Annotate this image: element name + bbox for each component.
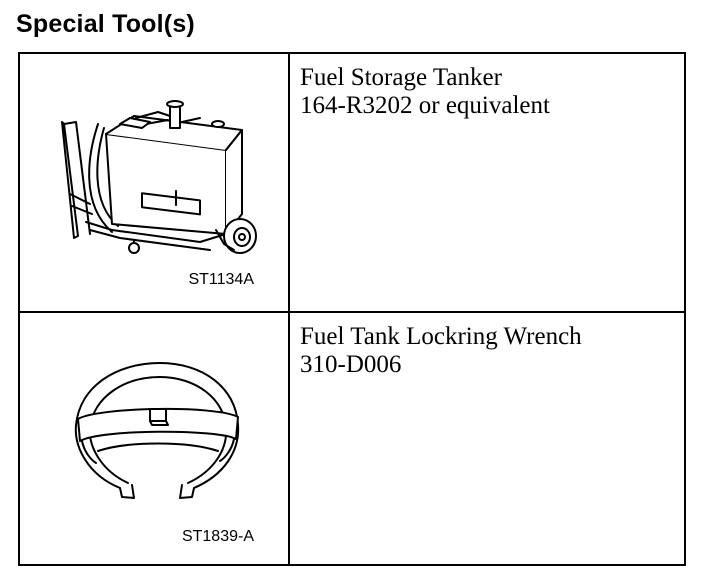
fuel-storage-tanker-icon — [61, 100, 257, 254]
tool-image-cell: ST1134A — [20, 54, 290, 311]
tool-row-fuel-storage-tanker: ST1134A Fuel Storage Tanker 164-R3202 or… — [20, 54, 684, 313]
tool-name: Fuel Tank Lockring Wrench — [300, 323, 582, 350]
page-title: Special Tool(s) — [16, 10, 195, 38]
tool-row-lockring-wrench: ST1839-A Fuel Tank Lockring Wrench 310-D… — [20, 313, 684, 564]
tool-description-cell: Fuel Tank Lockring Wrench 310-D006 — [290, 313, 684, 564]
lockring-wrench-icon — [74, 362, 240, 499]
tool-image-cell: ST1839-A — [20, 313, 290, 564]
special-tools-table: ST1134A Fuel Storage Tanker 164-R3202 or… — [18, 52, 686, 566]
tool-description-cell: Fuel Storage Tanker 164-R3202 or equival… — [290, 54, 684, 311]
tool-image-label: ST1134A — [188, 271, 254, 288]
tool-part-number: 310-D006 — [300, 351, 402, 378]
tool-name: Fuel Storage Tanker — [300, 64, 502, 91]
tool-part-number: 164-R3202 or equivalent — [300, 92, 550, 119]
tool-image-label: ST1839-A — [181, 528, 254, 545]
